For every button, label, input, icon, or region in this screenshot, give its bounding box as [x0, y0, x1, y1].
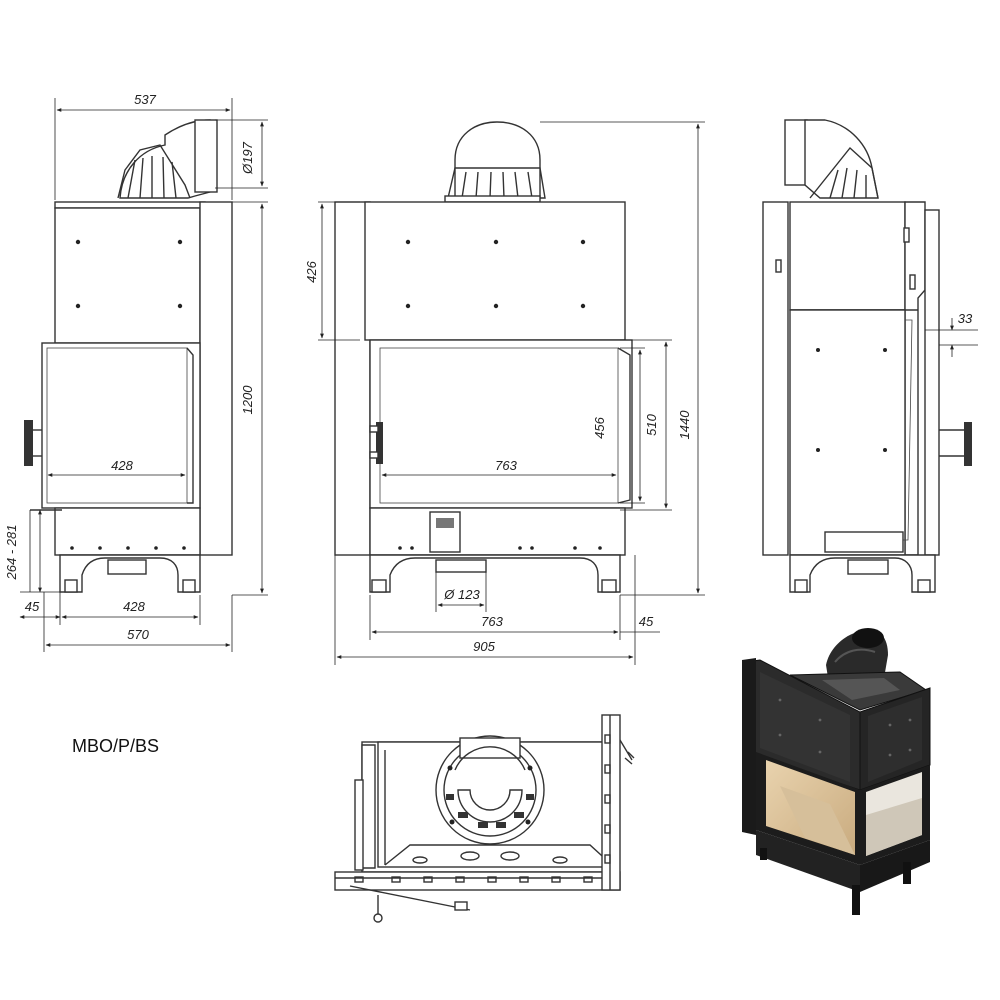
dim-left-top-width: 537	[134, 92, 156, 107]
dim-left-height: 1200	[240, 385, 255, 415]
dim-left-base-inner: 428	[123, 599, 145, 614]
dim-left-offset: 45	[25, 599, 40, 614]
dim-front-offset: 45	[639, 614, 654, 629]
dim-flue-diameter: Ø197	[240, 141, 255, 175]
top-view	[334, 714, 635, 923]
fireplace-render	[742, 628, 931, 915]
dim-front-glass-height: 456	[592, 416, 607, 438]
dim-left-glass-width: 428	[111, 458, 133, 473]
dim-front-opening-height: 510	[644, 413, 659, 435]
dim-left-leg-range: 264 - 281	[4, 525, 19, 581]
dim-front-base-width: 763	[481, 614, 503, 629]
model-label: MBO/P/BS	[72, 736, 160, 756]
front-view: 426 456 510 1440 763 Ø 123 763 45 905	[304, 121, 705, 665]
dim-air-inlet: Ø 123	[443, 587, 480, 602]
left-side-view: 537 Ø197 1200 428 264 - 281 45 428 570	[4, 92, 268, 652]
dim-left-total: 570	[127, 627, 149, 642]
dim-front-upper-height: 426	[304, 260, 319, 282]
dim-side-offset: 33	[958, 311, 973, 326]
dim-front-glass-width: 763	[495, 458, 517, 473]
dim-front-total-width: 905	[473, 639, 495, 654]
right-side-view: 33	[762, 119, 978, 593]
dim-front-total-height: 1440	[677, 410, 692, 440]
